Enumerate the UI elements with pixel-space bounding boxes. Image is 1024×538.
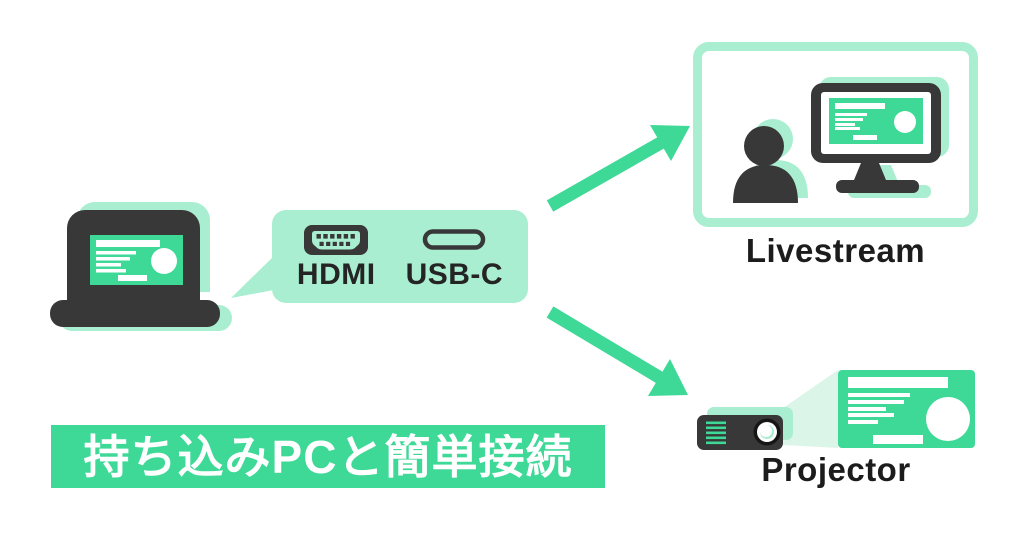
hdmi-icon-wrap <box>304 223 369 255</box>
usbc-label: USB-C <box>405 258 504 291</box>
livestream-label: Livestream <box>745 232 926 269</box>
title-text: 持ち込みPCと簡単接続 <box>83 430 573 483</box>
usbc-icon-wrap <box>422 223 486 255</box>
projection-beam <box>783 370 838 448</box>
livestream-card <box>693 42 978 227</box>
projector-scene <box>697 370 975 450</box>
arrow-to-projector-icon <box>546 306 688 396</box>
hdmi-label: HDMI <box>296 258 376 291</box>
arrow-to-livestream-icon <box>546 125 690 212</box>
person-icon <box>733 119 808 203</box>
title-banner: 持ち込みPCと簡単接続 <box>51 425 605 488</box>
laptop-icon <box>50 202 232 331</box>
callout-bubble: HDMI USB-C <box>272 210 528 303</box>
monitor-icon <box>811 77 949 198</box>
usbc-port-icon <box>423 228 486 250</box>
projection-screen-icon <box>838 370 975 448</box>
hdmi-port: HDMI <box>297 223 376 290</box>
projector-label: Projector <box>761 451 911 488</box>
callout-tail <box>231 256 274 298</box>
livestream-scene <box>733 77 949 203</box>
usbc-port: USB-C <box>406 223 504 290</box>
hdmi-port-icon <box>304 224 369 255</box>
projector-icon <box>697 407 793 450</box>
